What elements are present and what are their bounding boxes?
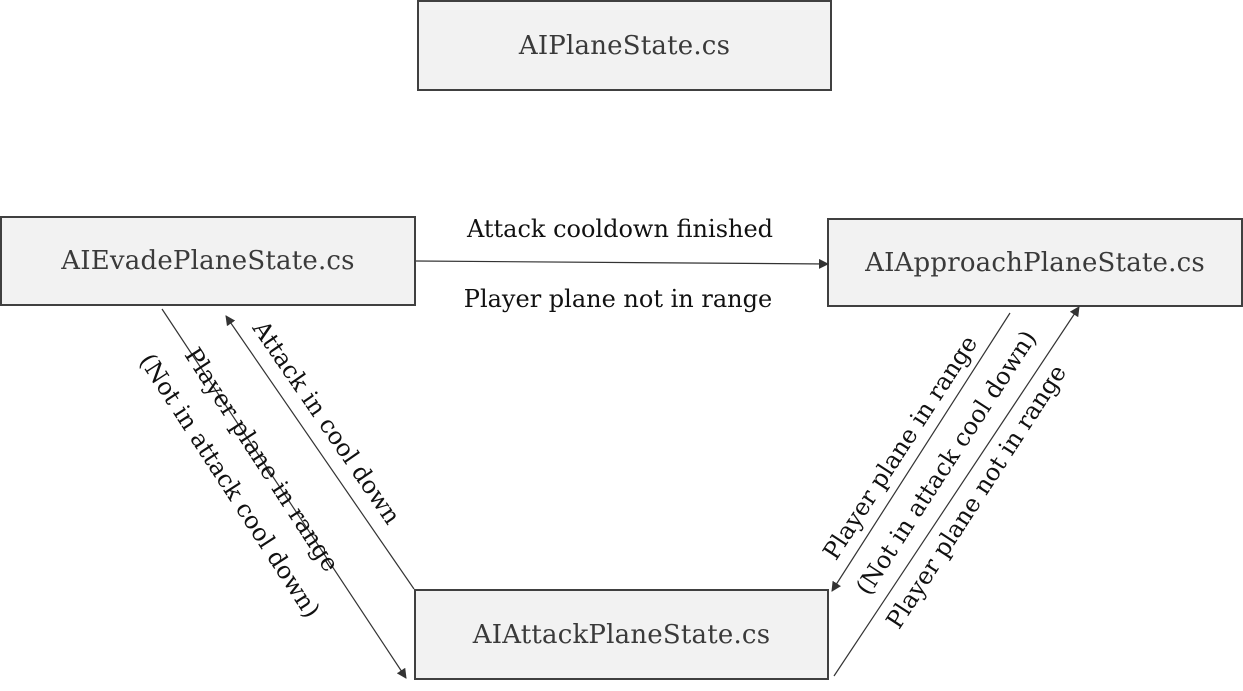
state-box-ai-approach-plane-state: AIApproachPlaneState.cs [827,218,1243,307]
state-label-ai-plane-state: AIPlaneState.cs [518,30,731,61]
label-attack-cooldown-finished: Attack cooldown finished [466,215,773,243]
state-box-ai-evade-plane-state: AIEvadePlaneState.cs [0,216,416,306]
arrow-approach-to-attack [831,312,1011,592]
arrow-evade-to-attack [161,308,407,679]
state-label-ai-attack-plane-state: AIAttackPlaneState.cs [472,619,771,650]
state-box-ai-plane-state: AIPlaneState.cs [417,0,832,91]
label-player-plane-not-in-range-top: Player plane not in range [464,285,772,313]
state-box-ai-attack-plane-state: AIAttackPlaneState.cs [414,589,829,680]
state-label-ai-approach-plane-state: AIApproachPlaneState.cs [865,247,1205,278]
arrow-attack-to-approach [833,306,1080,677]
arrow-attack-to-evade [225,315,415,590]
state-label-ai-evade-plane-state: AIEvadePlaneState.cs [61,246,355,276]
arrow-evade-to-approach [415,258,829,269]
